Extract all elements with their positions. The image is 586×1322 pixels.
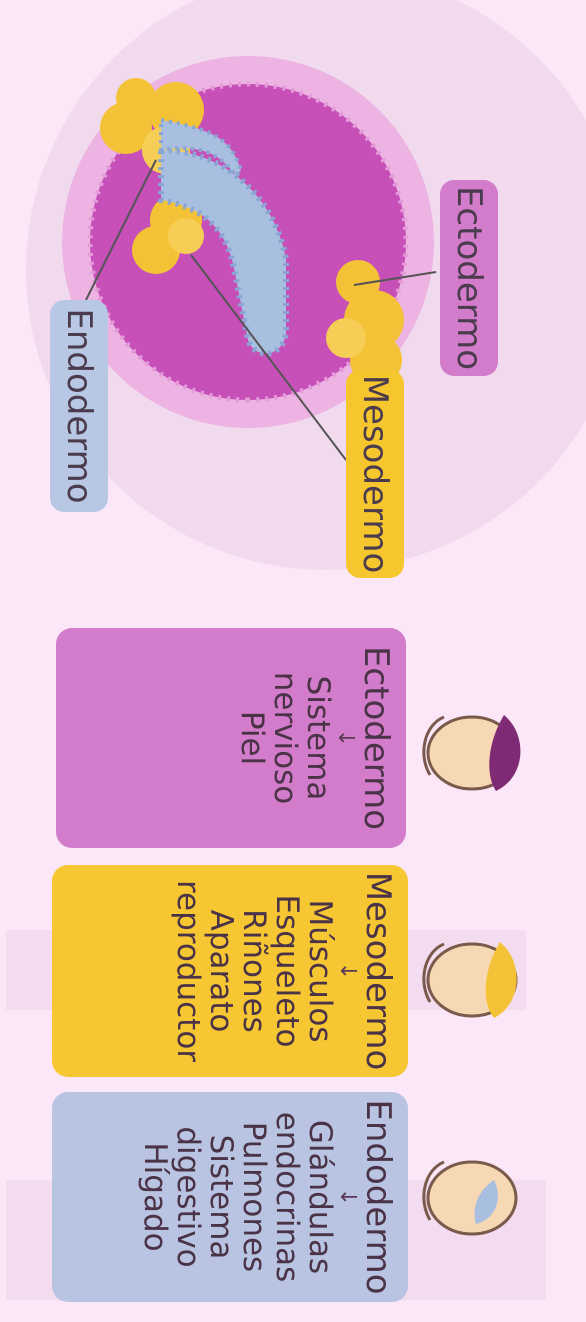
card-item: nervioso bbox=[267, 671, 303, 805]
card-item: Aparato bbox=[203, 909, 239, 1033]
endodermo-card: Endodermo ↓ Glándulas endocrinas Pulmone… bbox=[52, 1092, 408, 1302]
card-item: Pulmones bbox=[236, 1121, 272, 1273]
ectodermo-card: Ectodermo ↓ Sistema nervioso Piel bbox=[56, 628, 406, 848]
ectodermo-leader bbox=[353, 271, 437, 286]
card-item: Piel bbox=[234, 710, 270, 766]
card-item: Músculos bbox=[302, 899, 338, 1043]
card-item: digestivo bbox=[170, 1126, 206, 1268]
card-arrow: ↓ bbox=[335, 961, 360, 981]
card-title: Endodermo bbox=[358, 1099, 398, 1295]
mesodermo-card: Mesodermo ↓ Músculos Esqueleto Riñones A… bbox=[52, 865, 408, 1077]
card-item: Hígado bbox=[137, 1142, 173, 1252]
ectodermo-label: Ectodermo bbox=[440, 180, 498, 376]
endodermo-leader bbox=[85, 159, 157, 301]
mesodermo-leader bbox=[190, 254, 347, 461]
embryo-mesodermo-icon bbox=[422, 942, 518, 1018]
endodermo-label: Endodermo bbox=[50, 300, 108, 512]
mesodermo-label: Mesodermo bbox=[346, 370, 404, 578]
card-item: Glándulas bbox=[302, 1119, 338, 1275]
card-item: Sistema bbox=[300, 675, 336, 801]
embryo-ectodermo-icon bbox=[422, 715, 521, 791]
card-item: Riñones bbox=[236, 909, 272, 1033]
endoderm-tube bbox=[158, 146, 289, 357]
card-item: Sistema bbox=[203, 1134, 239, 1260]
card-item: Esqueleto bbox=[269, 894, 305, 1048]
card-arrow: ↓ bbox=[335, 1187, 360, 1207]
card-title: Mesodermo bbox=[358, 871, 398, 1071]
card-title: Ectodermo bbox=[356, 645, 396, 831]
embryo-endodermo-icon bbox=[422, 1160, 518, 1236]
card-item: endocrinas bbox=[269, 1111, 305, 1283]
card-item: reproductor bbox=[170, 879, 206, 1063]
card-arrow: ↓ bbox=[333, 728, 358, 748]
